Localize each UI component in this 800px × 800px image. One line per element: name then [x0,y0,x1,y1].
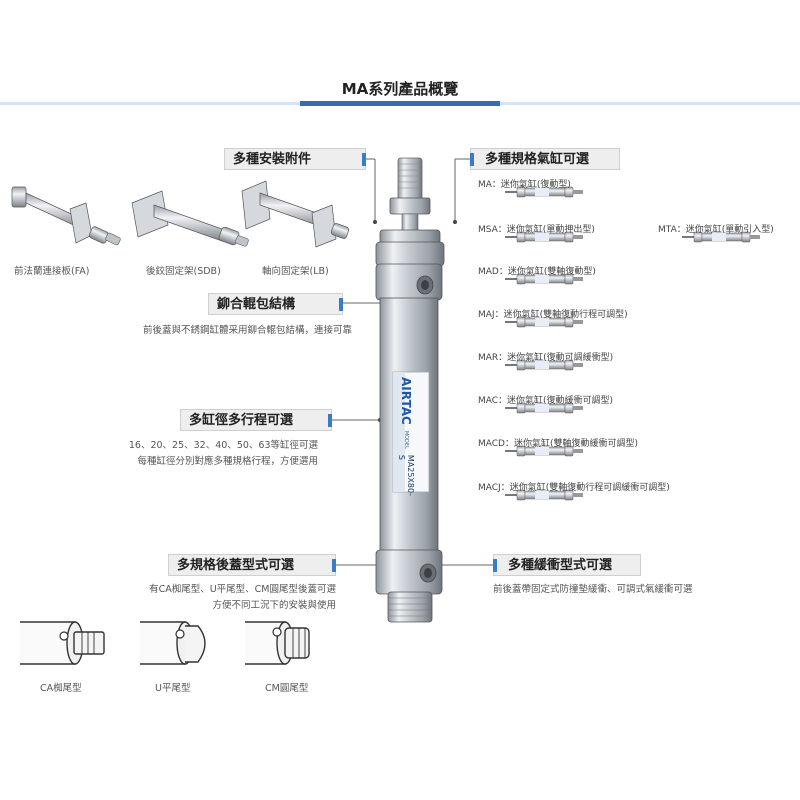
mount-label-sdb: 後鉸固定架(SDB) [146,266,221,277]
desc-rear-cover-2: 方便不同工況下的安裝與使用 [212,600,336,611]
series-type-mar: MAR：迷你氣缸(復動可調緩衝型) [478,353,614,363]
series-type-mad: MAD：迷你氣缸(雙軸復動型) [478,267,596,277]
series-type-macd: MACD：迷你氣缸(雙軸復動緩衝可調型) [478,439,639,449]
mini-cylinder-mac [505,402,583,414]
tail-ca [20,621,105,665]
desc-cushion: 前後蓋帶固定式防撞墊緩衝、可調式氣緩衝可選 [493,584,693,595]
desc-rear-cover-1: 有CA椥尾型、U平尾型、CM圓尾型後蓋可選 [149,584,336,595]
tail-cm [245,621,310,665]
tail-u [140,621,206,665]
callout-cushion: 多種緩衝型式可選 [493,554,641,576]
mini-cylinder-mta [682,231,760,243]
mini-cylinder-msa [505,231,583,243]
callout-mounting: 多種安裝附件 [224,148,366,170]
main-cylinder [375,157,445,623]
leader-lines [330,158,493,566]
title-accent-bar [300,101,500,106]
callout-bore-stroke: 多缸徑多行程可選 [180,409,332,431]
mini-cylinder-maj [505,316,583,328]
mini-cylinder-mar [505,359,583,371]
cylinder-brand: AIRTAC [399,377,413,425]
callout-crimp: 鉚合輥包結構 [208,293,343,315]
mount-sdb [131,190,249,247]
cylinder-code: MA25X80-S [397,454,415,496]
series-type-mac: MAC：迷你氣缸(復動緩衝可調型) [478,396,614,406]
cylinder-label: AIRTAC MODEL MA25X80-S [394,377,418,496]
mini-cylinders [505,186,760,501]
desc-crimp: 前後蓋與不銹鋼缸體采用鉚合輥包結構，連接可靠 [142,325,352,336]
callout-rear-cover: 多規格後蓋型式可選 [168,554,336,576]
tail-label-u: U平尾型 [155,683,191,694]
mini-cylinder-ma [505,186,583,198]
mini-cylinder-macj [505,489,583,501]
tail-label-cm: CM圓尾型 [265,683,309,694]
series-type-msa: MSA：迷你氣缸(單動押出型) [478,225,595,235]
mini-cylinder-macd [505,445,583,457]
series-type-macj: MACJ：迷你氣缸(雙軸復動行程可調緩衝可調型) [478,483,670,493]
mini-cylinder-mad [505,273,583,285]
mount-label-fa: 前法蘭連接板(FA) [14,266,90,277]
mount-fa [11,186,121,246]
desc-bore-stroke-2: 每種缸徑分別對應多種規格行程，方便選用 [137,456,318,467]
cylinder-model: MODEL [403,430,409,449]
mount-label-lb: 軸向固定架(LB) [262,266,329,277]
page-title: MA系列產品概覽 [341,80,459,98]
callout-cylinder-specs: 多種規格氣缸可選 [470,148,620,170]
tail-label-ca: CA椥尾型 [40,683,82,694]
series-type-maj: MAJ：迷你氣缸(雙軸復動行程可調型) [478,310,628,320]
desc-bore-stroke-1: 16、20、25、32、40、50、63等缸徑可選 [128,440,318,451]
series-type-ma: MA：迷你氣缸(復動型) [478,180,571,190]
mount-lb [241,180,350,248]
series-type-mta: MTA：迷你氣缸(單動引入型) [658,225,774,235]
